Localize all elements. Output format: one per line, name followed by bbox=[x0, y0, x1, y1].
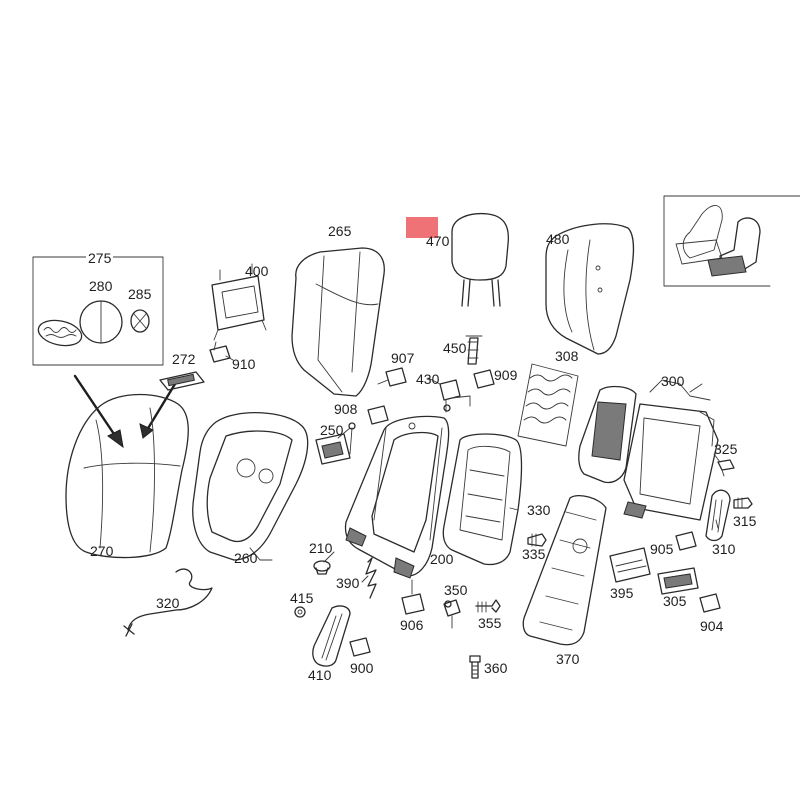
callout-480: 480 bbox=[546, 231, 570, 247]
callout-270: 270 bbox=[90, 543, 114, 559]
part-335-screw bbox=[528, 534, 546, 546]
callout-320: 320 bbox=[156, 595, 180, 611]
callout-300: 300 bbox=[661, 373, 685, 389]
callout-908: 908 bbox=[334, 401, 358, 417]
callout-450: 450 bbox=[443, 340, 467, 356]
leader-lines bbox=[226, 356, 720, 582]
callout-200: 200 bbox=[430, 551, 454, 567]
callout-265: 265 bbox=[328, 223, 352, 239]
part-308-spring-mat bbox=[518, 364, 578, 446]
part-325-fastener bbox=[718, 460, 734, 476]
part-285-emblem-badge bbox=[131, 310, 149, 332]
part-909-clip bbox=[474, 370, 494, 388]
part-907-clip bbox=[378, 368, 406, 386]
assembly-arrows bbox=[75, 376, 175, 447]
callout-395: 395 bbox=[610, 585, 634, 601]
callout-905: 905 bbox=[650, 541, 674, 557]
callout-310: 310 bbox=[712, 541, 736, 557]
emblem-script-plate bbox=[36, 317, 84, 350]
part-906-clip bbox=[402, 580, 424, 614]
callout-325: 325 bbox=[714, 441, 738, 457]
part-355-screw bbox=[476, 600, 500, 612]
callout-335: 335 bbox=[522, 546, 546, 562]
callout-315: 315 bbox=[733, 513, 757, 529]
part-400-heating-module bbox=[212, 264, 266, 340]
part-415-nut bbox=[295, 607, 305, 617]
callout-430: 430 bbox=[416, 371, 440, 387]
part-275-emblem-set bbox=[33, 257, 163, 365]
callout-907: 907 bbox=[391, 350, 415, 366]
callout-904: 904 bbox=[700, 618, 724, 634]
part-470-headrest bbox=[452, 214, 508, 306]
callout-260: 260 bbox=[234, 550, 258, 566]
callout-305: 305 bbox=[663, 593, 687, 609]
part-272-bezel bbox=[160, 372, 204, 390]
highlight-marker bbox=[406, 217, 438, 238]
part-905-clip bbox=[676, 532, 696, 550]
part-910-clip bbox=[210, 342, 230, 362]
callout-910: 910 bbox=[232, 356, 256, 372]
part-900-clip bbox=[350, 638, 370, 656]
callout-906: 906 bbox=[400, 617, 424, 633]
part-305-control-module bbox=[658, 568, 698, 594]
part-330-seat-pan bbox=[443, 434, 521, 565]
callout-272: 272 bbox=[172, 351, 196, 367]
part-210-knob bbox=[314, 561, 330, 574]
callout-370: 370 bbox=[556, 651, 580, 667]
part-260-seat-shell bbox=[193, 413, 308, 560]
callout-308: 308 bbox=[555, 348, 579, 364]
callout-350: 350 bbox=[444, 582, 468, 598]
part-265-backrest-cover bbox=[292, 248, 384, 396]
part-280-emblem-disc bbox=[80, 301, 122, 343]
part-270-seat-cover bbox=[66, 395, 188, 558]
part-250-seat-switch bbox=[316, 423, 355, 464]
callout-909: 909 bbox=[494, 367, 518, 383]
part-904-clip bbox=[700, 594, 720, 612]
part-410-side-trim bbox=[313, 606, 350, 666]
callout-415: 415 bbox=[290, 590, 314, 606]
callout-280: 280 bbox=[89, 278, 113, 294]
callout-210: 210 bbox=[309, 540, 333, 556]
callout-355: 355 bbox=[478, 615, 502, 631]
callout-330: 330 bbox=[527, 502, 551, 518]
part-300-backrest-structure bbox=[579, 380, 718, 520]
seat-location-thumbnail bbox=[664, 196, 800, 286]
part-908-clip bbox=[368, 406, 388, 424]
part-390-spring bbox=[366, 558, 376, 598]
part-350-fastener bbox=[444, 600, 460, 628]
callout-390: 390 bbox=[336, 575, 360, 591]
callout-470: 470 bbox=[426, 233, 450, 249]
part-360-bolt bbox=[470, 656, 480, 678]
callout-250: 250 bbox=[320, 422, 344, 438]
callout-900: 900 bbox=[350, 660, 374, 676]
part-450-bolt bbox=[466, 336, 482, 364]
callout-275: 275 bbox=[86, 250, 114, 266]
part-315-screw bbox=[734, 498, 752, 508]
part-395-control-module bbox=[610, 548, 650, 582]
part-310-side-panel bbox=[706, 490, 730, 540]
part-200-backrest-frame bbox=[346, 417, 449, 579]
part-320-wiring-harness bbox=[124, 569, 212, 636]
part-480-backrest-panel bbox=[546, 224, 634, 354]
callout-360: 360 bbox=[484, 660, 508, 676]
callout-285: 285 bbox=[128, 286, 152, 302]
part-430-lever bbox=[440, 380, 470, 412]
part-370-lumbar-support bbox=[523, 496, 606, 645]
callout-400: 400 bbox=[245, 263, 269, 279]
callout-410: 410 bbox=[308, 667, 332, 683]
